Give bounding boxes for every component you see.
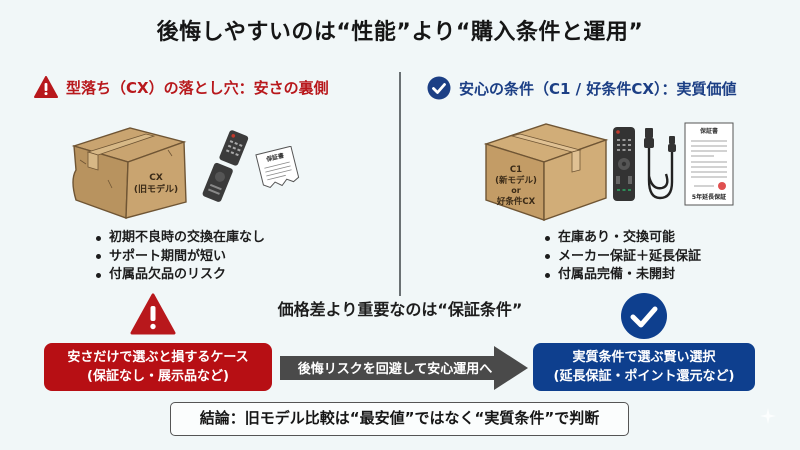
list-item: サポート期間が短い — [96, 248, 265, 267]
new-box-illustration: C1 (新モデル) or 好条件CX — [483, 123, 609, 221]
arrow-label: 後悔リスクを回避して安心運用へ — [297, 362, 493, 377]
left-heading: 型落ち（CX）の落とし穴：安さの裏側 — [34, 76, 329, 98]
good-choice-line2: (延長保証・ポイント還元など) — [553, 369, 735, 384]
box-label-line1: CX — [149, 173, 163, 183]
bullet-icon — [96, 272, 101, 278]
good-choice-box: 実質条件で選ぶ賢い選択 (延長保証・ポイント還元など) — [533, 343, 755, 391]
check-circle-icon — [427, 76, 451, 100]
list-item: メーカー保証＋延長保証 — [545, 248, 701, 267]
right-arrow-icon — [280, 346, 528, 390]
list-item: 付属品完備・未開封 — [545, 266, 701, 285]
remote-icon — [613, 127, 635, 201]
usb-cable-icon — [644, 128, 676, 200]
list-item: 在庫あり・交換可能 — [545, 229, 701, 248]
bullet-icon — [96, 254, 101, 260]
conclusion-box: 結論：旧モデル比較は“最安値”ではなく“実質条件”で判断 — [170, 402, 629, 436]
bullet-icon — [545, 272, 550, 278]
right-heading-text: 安心の条件（C1 / 好条件CX）：実質価値 — [459, 79, 737, 98]
large-check-circle-icon — [621, 293, 667, 339]
box-label-line3: or — [511, 186, 520, 195]
sparkle-icon — [760, 408, 776, 424]
warning-icon — [34, 76, 58, 98]
list-item: 初期不良時の交換在庫なし — [96, 229, 265, 248]
warranty-footer: 5年延長保証 — [692, 193, 726, 201]
torn-warranty-icon: 保証書 — [255, 146, 300, 189]
right-benefit-list: 在庫あり・交換可能 メーカー保証＋延長保証 付属品完備・未開封 — [545, 229, 701, 285]
left-heading-text: 型落ち（CX）の落とし穴：安さの裏側 — [66, 78, 329, 97]
bullet-icon — [545, 254, 550, 260]
column-divider — [399, 72, 401, 296]
warranty-label: 保証書 — [699, 127, 718, 135]
box-label-line2: (新モデル) — [495, 175, 537, 186]
box-label-line1: C1 — [510, 165, 522, 175]
broken-remote-icon — [202, 130, 249, 202]
page-title: 後悔しやすいのは“性能”より“購入条件と運用” — [156, 20, 644, 45]
bullet-icon — [96, 235, 101, 241]
large-warning-icon — [130, 293, 176, 335]
damaged-box-illustration: CX (旧モデル) — [71, 127, 187, 219]
box-label-line4: 好条件CX — [496, 196, 536, 207]
left-risk-list: 初期不良時の交換在庫なし サポート期間が短い 付属品欠品のリスク — [96, 229, 265, 285]
middle-label: 価格差より重要なのは“保証条件” — [277, 300, 523, 319]
right-heading: 安心の条件（C1 / 好条件CX）：実質価値 — [427, 76, 736, 100]
bad-choice-line1: 安さだけで選ぶと損するケース — [67, 350, 249, 365]
good-choice-line1: 実質条件で選ぶ賢い選択 — [572, 350, 716, 365]
bad-choice-line2: (保証なし・展示品など) — [87, 369, 229, 384]
warranty-document-icon: 保証書 5年延長保証 — [684, 122, 734, 206]
bullet-icon — [545, 235, 550, 241]
box-label-line2: (旧モデル) — [134, 183, 178, 195]
bad-choice-box: 安さだけで選ぶと損するケース (保証なし・展示品など) — [44, 343, 272, 391]
list-item: 付属品欠品のリスク — [96, 266, 265, 285]
